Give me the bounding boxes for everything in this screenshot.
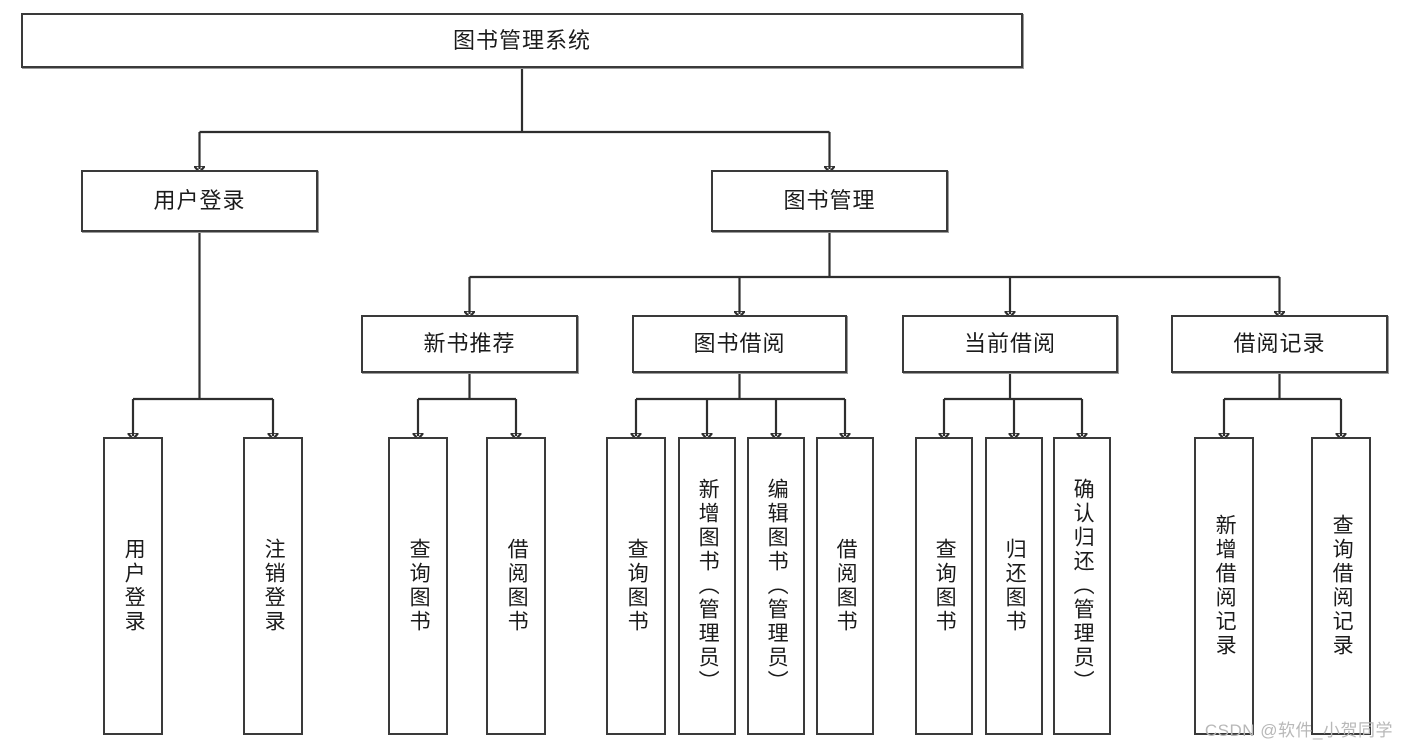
node-book-borrow[interactable]: 图书借阅 — [632, 315, 847, 373]
node-return-book[interactable]: 归还图书 — [985, 437, 1043, 735]
node-logout-action-label: 注销登录 — [262, 538, 286, 634]
node-root[interactable]: 图书管理系统 — [21, 13, 1023, 68]
node-add-borrow-record-label: 新增借阅记录 — [1213, 514, 1237, 658]
node-add-book-admin-label: 新增图书（管理员） — [696, 478, 720, 694]
node-confirm-return-admin[interactable]: 确认归还（管理员） — [1053, 437, 1111, 735]
node-book-manage[interactable]: 图书管理 — [711, 170, 948, 232]
node-book-borrow-label: 图书借阅 — [693, 331, 786, 357]
node-confirm-return-admin-label: 确认归还（管理员） — [1071, 478, 1095, 694]
node-query-borrow-record-label: 查询借阅记录 — [1330, 514, 1354, 658]
node-book-manage-label: 图书管理 — [783, 188, 876, 214]
node-new-book-recommend-label: 新书推荐 — [423, 331, 516, 357]
node-new-book-recommend[interactable]: 新书推荐 — [361, 315, 578, 373]
node-logout-action[interactable]: 注销登录 — [243, 437, 303, 735]
node-query-book-borrow-label: 查询图书 — [625, 538, 649, 634]
node-query-book-current[interactable]: 查询图书 — [915, 437, 973, 735]
node-return-book-label: 归还图书 — [1003, 538, 1027, 634]
node-borrow-record-label: 借阅记录 — [1233, 331, 1326, 357]
node-query-book-current-label: 查询图书 — [933, 538, 957, 634]
node-user-login[interactable]: 用户登录 — [81, 170, 318, 232]
node-add-book-admin[interactable]: 新增图书（管理员） — [678, 437, 736, 735]
node-borrow-book-recommend[interactable]: 借阅图书 — [486, 437, 546, 735]
node-query-borrow-record[interactable]: 查询借阅记录 — [1311, 437, 1371, 735]
node-query-book-recommend-label: 查询图书 — [407, 538, 431, 634]
node-query-book-recommend[interactable]: 查询图书 — [388, 437, 448, 735]
node-borrow-record[interactable]: 借阅记录 — [1171, 315, 1388, 373]
node-user-login-label: 用户登录 — [153, 188, 246, 214]
node-root-label: 图书管理系统 — [452, 27, 591, 53]
node-borrow-book-action-label: 借阅图书 — [834, 538, 858, 634]
node-edit-book-admin[interactable]: 编辑图书（管理员） — [747, 437, 805, 735]
node-current-borrow[interactable]: 当前借阅 — [902, 315, 1118, 373]
node-borrow-book-action[interactable]: 借阅图书 — [816, 437, 874, 735]
watermark: CSDN @软件_小贺同学 — [1204, 721, 1393, 740]
node-edit-book-admin-label: 编辑图书（管理员） — [765, 478, 789, 694]
node-current-borrow-label: 当前借阅 — [963, 331, 1056, 357]
node-borrow-book-recommend-label: 借阅图书 — [505, 538, 529, 634]
node-user-login-action-label: 用户登录 — [122, 538, 146, 634]
node-user-login-action[interactable]: 用户登录 — [103, 437, 163, 735]
node-query-book-borrow[interactable]: 查询图书 — [606, 437, 666, 735]
node-add-borrow-record[interactable]: 新增借阅记录 — [1194, 437, 1254, 735]
